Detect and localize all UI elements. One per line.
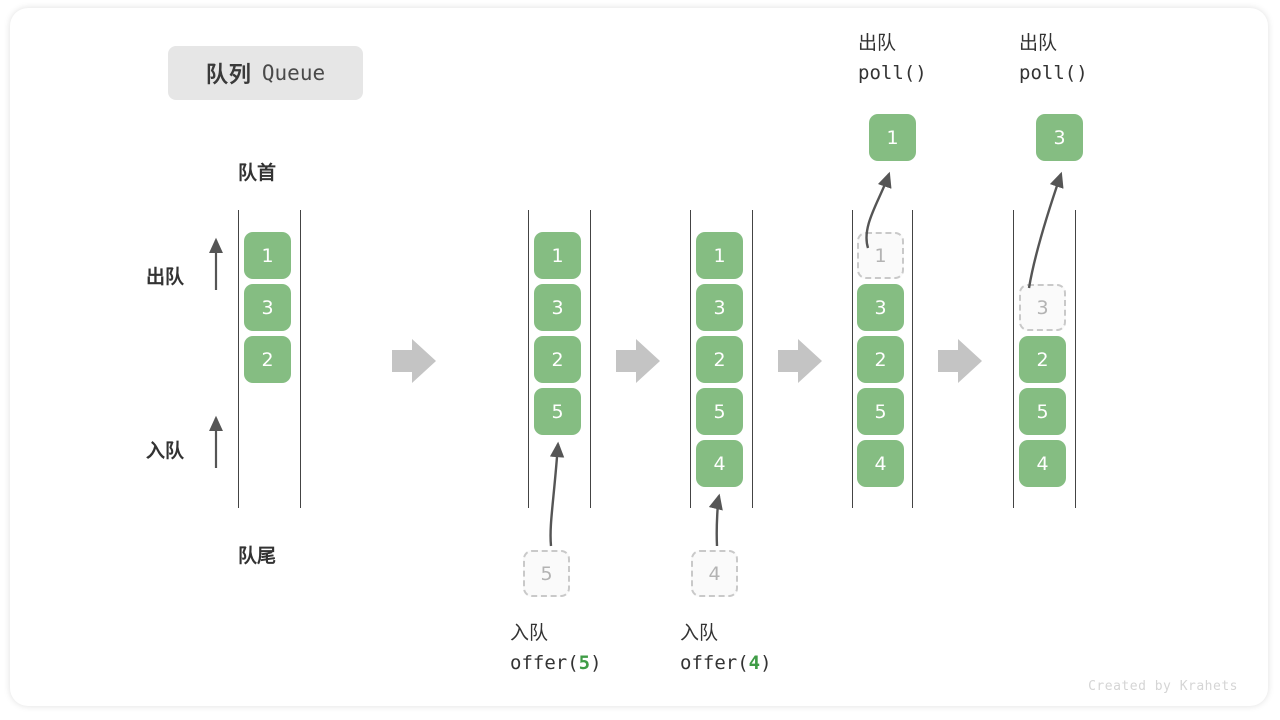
caption-poll-1: 出队 poll() xyxy=(858,30,927,87)
polled-element: 1 xyxy=(869,114,916,161)
queue-element: 5 xyxy=(1019,388,1066,435)
queue-tail-label: 队尾 xyxy=(238,546,277,567)
caption-offer-4-code: offer(4) xyxy=(680,651,772,674)
rail-left-stage-4 xyxy=(852,210,853,508)
queue-element: 2 xyxy=(1019,336,1066,383)
queue-element: 1 xyxy=(244,232,291,279)
watermark: Created by Krahets xyxy=(1088,679,1238,694)
rail-right-stage-5 xyxy=(1075,210,1076,508)
caption-offer-5-code: offer(5) xyxy=(510,651,602,674)
queue-element: 3 xyxy=(696,284,743,331)
queue-element: 5 xyxy=(534,388,581,435)
queue-element: 2 xyxy=(857,336,904,383)
caption-poll-3: 出队 poll() xyxy=(1019,30,1088,87)
rail-left-stage-3 xyxy=(690,210,691,508)
dequeue-direction-label: 出队 xyxy=(146,267,185,288)
caption-offer-4-arg: 4 xyxy=(748,651,761,674)
caption-offer-5-arg: 5 xyxy=(578,651,591,674)
rail-left-stage-5 xyxy=(1013,210,1014,508)
polled-element: 3 xyxy=(1036,114,1083,161)
queue-element: 5 xyxy=(696,388,743,435)
queue-element: 4 xyxy=(696,440,743,487)
caption-poll-3-cn: 出队 xyxy=(1019,33,1058,54)
caption-offer-4: 入队 offer(4) xyxy=(680,620,772,677)
queue-element: 1 xyxy=(696,232,743,279)
queue-element: 1 xyxy=(534,232,581,279)
queue-element: 2 xyxy=(534,336,581,383)
rail-right-stage-1 xyxy=(300,210,301,508)
queue-element: 3 xyxy=(857,284,904,331)
queue-element: 3 xyxy=(244,284,291,331)
title-label-cn: 队列 xyxy=(205,62,252,87)
queue-head-label: 队首 xyxy=(238,163,277,184)
queue-element: 5 xyxy=(857,388,904,435)
title-badge: 队列 Queue xyxy=(168,46,363,100)
enqueue-direction-label: 入队 xyxy=(146,441,185,462)
caption-poll-1-code: poll() xyxy=(858,61,927,84)
outgoing-element-ghost: 1 xyxy=(857,232,904,279)
queue-element: 2 xyxy=(696,336,743,383)
rail-right-stage-4 xyxy=(912,210,913,508)
caption-poll-3-code: poll() xyxy=(1019,61,1088,84)
caption-offer-5: 入队 offer(5) xyxy=(510,620,602,677)
caption-offer-4-cn: 入队 xyxy=(680,623,719,644)
queue-element: 4 xyxy=(1019,440,1066,487)
caption-offer-5-cn: 入队 xyxy=(510,623,549,644)
rail-right-stage-3 xyxy=(752,210,753,508)
caption-poll-1-cn: 出队 xyxy=(858,33,897,54)
incoming-element-ghost: 5 xyxy=(523,550,570,597)
title-label-en: Queue xyxy=(261,61,326,85)
queue-element: 4 xyxy=(857,440,904,487)
rail-left-stage-1 xyxy=(238,210,239,508)
rail-left-stage-2 xyxy=(528,210,529,508)
outgoing-element-ghost: 3 xyxy=(1019,284,1066,331)
queue-element: 2 xyxy=(244,336,291,383)
diagram-card xyxy=(10,8,1268,706)
incoming-element-ghost: 4 xyxy=(691,550,738,597)
queue-element: 3 xyxy=(534,284,581,331)
rail-right-stage-2 xyxy=(590,210,591,508)
